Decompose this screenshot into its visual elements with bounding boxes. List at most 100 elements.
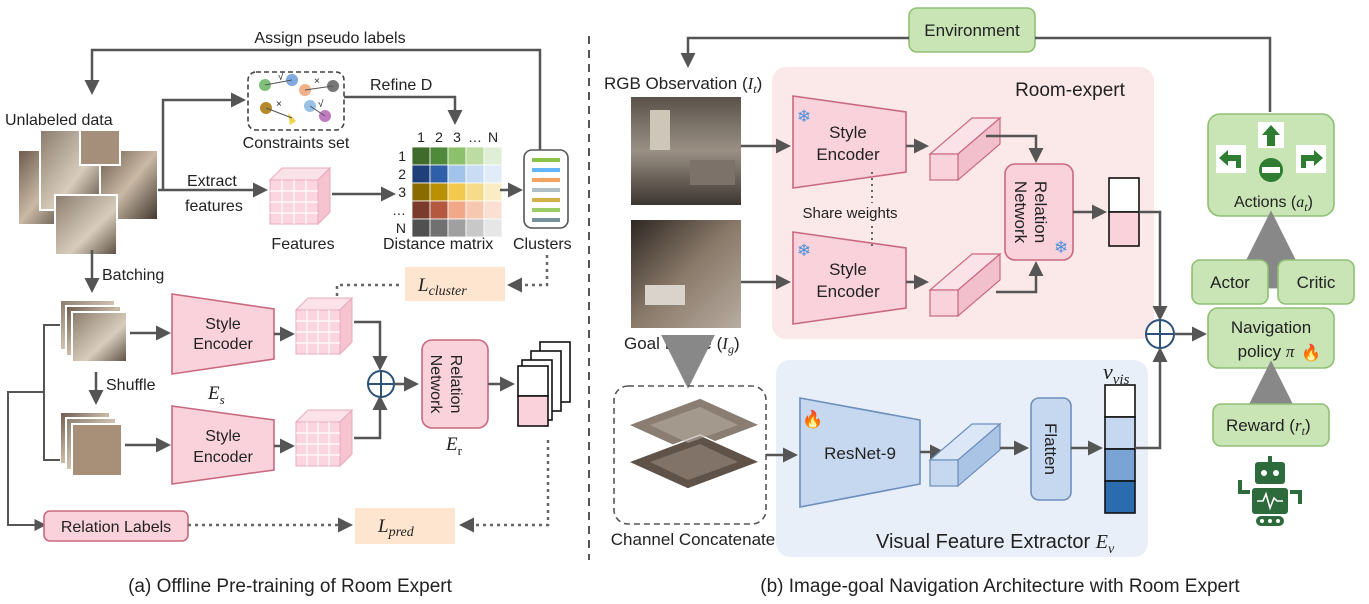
shuffle-label: Shuffle (106, 377, 156, 394)
distance-matrix-label: Distance matrix (383, 236, 493, 253)
actor-label: Actor (1210, 273, 1250, 292)
caption-right: (b) Image-goal Navigation Architecture w… (760, 576, 1240, 597)
output-to-plus-right (1139, 210, 1168, 321)
matrix-cell (465, 200, 485, 220)
style-encoder-bottom-label-2: Encoder (193, 449, 253, 466)
refine-d-arrow (344, 95, 463, 125)
matrix-row-label: … (392, 202, 406, 218)
extract-features-label-2: features (185, 198, 243, 215)
relation-network-left-label-2: Network (427, 355, 444, 415)
style-encoder-top-label-2: Encoder (193, 336, 253, 353)
matrix-col-label: 1 (417, 129, 425, 145)
matrix-cell (429, 146, 449, 166)
clusters-to-lcluster-line (507, 255, 549, 293)
left-panel: Assign pseudo labels Unlabeled data Extr… (5, 30, 572, 597)
features-cube (268, 166, 332, 226)
vec-rgb-to-relation (986, 134, 1044, 163)
snowflake-icon: ❄ (797, 241, 811, 260)
constraints-set: √ × × √ (247, 71, 345, 131)
matrix-col-label: 2 (435, 129, 443, 145)
svg-text:√: √ (318, 98, 324, 110)
environment-label: Environment (924, 21, 1020, 40)
arrow-up-icon (1262, 125, 1280, 146)
matrix-cell (447, 146, 467, 166)
relation-network-right-label-2: Network (1011, 181, 1030, 244)
room-expert-title: Room-expert (1015, 80, 1126, 101)
channel-concat-label: Channel Concatenate (611, 530, 775, 549)
clusters-icon (523, 149, 569, 229)
er-label: Er (445, 434, 463, 458)
matrix-row-labels: 123…N (392, 148, 406, 236)
output-to-lpred-line (459, 440, 550, 533)
clusters-label: Clusters (513, 236, 572, 253)
feat-top-to-plus (354, 320, 388, 371)
matrix-cell (483, 164, 503, 184)
matrix-cell (429, 182, 449, 202)
matrix-row-label: 3 (398, 184, 406, 200)
style-encoder-goal-label-1: Style (829, 260, 867, 279)
style-encoder-rgb-label-2: Encoder (816, 145, 880, 164)
features-label: Features (271, 236, 334, 253)
matrix-cell (483, 146, 503, 166)
critic-label: Critic (1297, 273, 1336, 292)
style-encoder-top (171, 293, 275, 375)
relation-network-right-label: Relation (1031, 181, 1050, 243)
distance-matrix (411, 146, 503, 238)
matrix-cell (483, 182, 503, 202)
rgb-observation-label: RGB Observation (It) (604, 74, 762, 96)
actions-icons (1216, 122, 1326, 182)
matrix-cell (447, 200, 467, 220)
matrix-row-label: N (396, 220, 406, 236)
es-label: Es (207, 383, 225, 407)
matrix-cell (465, 182, 485, 202)
l-pred-label: Lpred (377, 516, 415, 540)
caption-left: (a) Offline Pre-training of Room Expert (128, 576, 453, 597)
matrix-col-label: N (488, 129, 498, 145)
batch-images-bottom (59, 411, 123, 477)
relation-output-stack (517, 341, 571, 427)
svg-text:×: × (276, 99, 282, 110)
matrix-cell (483, 200, 503, 220)
flatten-label: Flatten (1041, 423, 1060, 475)
relation-labels-text: Relation Labels (61, 519, 171, 536)
navigation-policy-label-1: Navigation (1231, 318, 1311, 337)
vec-goal-to-relation (996, 261, 1044, 294)
matrix-cell (447, 218, 467, 238)
actions-label: Actions (at) (1234, 194, 1313, 214)
critic-box (1277, 259, 1355, 305)
relation-output-right (1108, 177, 1140, 247)
batch-images-top (59, 299, 128, 363)
relation-labels-line (7, 391, 47, 531)
matrix-cell (429, 164, 449, 184)
matrix-cell (447, 182, 467, 202)
matrix-cell (411, 218, 431, 238)
matrix-cell (465, 146, 485, 166)
style-encoder-bottom (171, 405, 275, 485)
fire-icon: 🔥 (1301, 343, 1321, 362)
assign-pseudo-labels-label: Assign pseudo labels (254, 30, 405, 47)
style-encoder-top-label-1: Style (205, 316, 241, 333)
bracket-top (43, 324, 60, 461)
resnet-label: ResNet-9 (824, 444, 896, 463)
snowflake-icon: ❄ (1054, 238, 1068, 257)
snowflake-icon: ❄ (797, 107, 811, 126)
data-to-constraints-arrow (161, 92, 246, 190)
rgb-observation-image (631, 97, 741, 205)
goal-image (631, 220, 741, 328)
l-cluster-label: Lcluster (417, 275, 467, 299)
matrix-cell (411, 164, 431, 184)
feature-cube-bottom (294, 408, 354, 468)
vfe-title: Visual Feature Extractor Ev (876, 531, 1115, 557)
batching-label: Batching (102, 267, 164, 284)
constraints-set-label: Constraints set (243, 135, 350, 152)
v-vis-vector (1104, 384, 1136, 514)
extract-features-label-1: Extract (187, 173, 237, 190)
channel-concat-images (626, 397, 762, 490)
reward-box (1212, 403, 1330, 447)
share-weights-label: Share weights (802, 205, 897, 222)
svg-text:×: × (314, 76, 320, 87)
relation-network-left-label: Relation (447, 355, 464, 414)
navigation-policy-label-2: policy π (1238, 342, 1295, 361)
robot-icon (1238, 456, 1302, 526)
